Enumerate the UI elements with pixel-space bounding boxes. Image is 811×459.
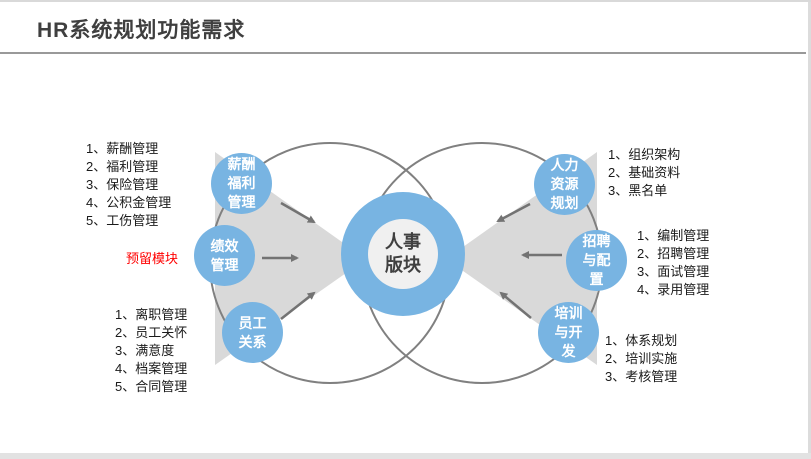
list-item: 2、基础资料 [608,165,681,180]
arrow-right-top [496,202,531,223]
list-item: 1、组织架构 [608,147,681,162]
list-item: 4、公积金管理 [86,195,172,210]
list-item: 5、工伤管理 [86,213,159,228]
arrow-right-bottom [499,291,532,319]
center-node-label: 人事 版块 [368,219,438,289]
node-label: 培训 与开 发 [554,305,583,359]
list-item: 3、考核管理 [605,369,678,384]
list-item: 4、录用管理 [637,282,710,297]
list-item: 1、薪酬管理 [86,141,159,156]
list-hr-planning: 1、组织架构 2、基础资料 3、黑名单 [608,146,680,200]
page-title: HR系统规划功能需求 [37,19,246,42]
list-item: 3、满意度 [115,343,175,358]
list-training-development: 1、体系规划 2、培训实施 3、考核管理 [605,332,677,386]
node-label: 薪酬 福利 管理 [227,156,256,210]
list-item: 2、培训实施 [605,351,678,366]
reserved-module-label: 预留模块 [126,251,179,266]
node-hr-planning: 人力 资源 规划 [534,154,595,215]
list-item: 2、福利管理 [86,159,159,174]
list-item: 3、黑名单 [608,183,668,198]
slide-bottom-edge [0,453,811,459]
node-recruitment-allocation: 招聘 与配 置 [566,230,627,291]
list-item: 3、保险管理 [86,177,159,192]
list-item: 5、合同管理 [115,379,188,394]
node-training-development: 培训 与开 发 [538,302,599,363]
node-compensation-benefits: 薪酬 福利 管理 [211,153,272,214]
slide-right-edge [808,2,811,459]
list-item: 3、面试管理 [637,264,710,279]
list-employee-relations: 1、离职管理 2、员工关怀 3、满意度 4、档案管理 5、合同管理 [115,306,187,396]
list-item: 1、离职管理 [115,307,188,322]
list-item: 1、编制管理 [637,228,710,243]
node-label: 人力 资源 规划 [550,157,579,211]
list-item: 2、员工关怀 [115,325,188,340]
arrow-left-top [280,201,316,224]
node-label: 绩效 管理 [210,237,239,273]
arrow-left-bottom [280,291,316,320]
list-item: 4、档案管理 [115,361,188,376]
list-recruitment-allocation: 1、编制管理 2、招聘管理 3、面试管理 4、录用管理 [637,227,709,299]
list-compensation-benefits: 1、薪酬管理 2、福利管理 3、保险管理 4、公积金管理 5、工伤管理 [86,140,171,230]
list-item: 1、体系规划 [605,333,678,348]
node-label: 员工 关系 [238,314,267,350]
node-performance-management: 绩效 管理 [194,225,255,286]
list-item: 2、招聘管理 [637,246,710,261]
node-label: 招聘 与配 置 [582,233,611,287]
center-node-personnel-module: 人事 版块 [341,192,465,316]
node-employee-relations: 员工 关系 [222,302,283,363]
title-underline [0,52,806,54]
